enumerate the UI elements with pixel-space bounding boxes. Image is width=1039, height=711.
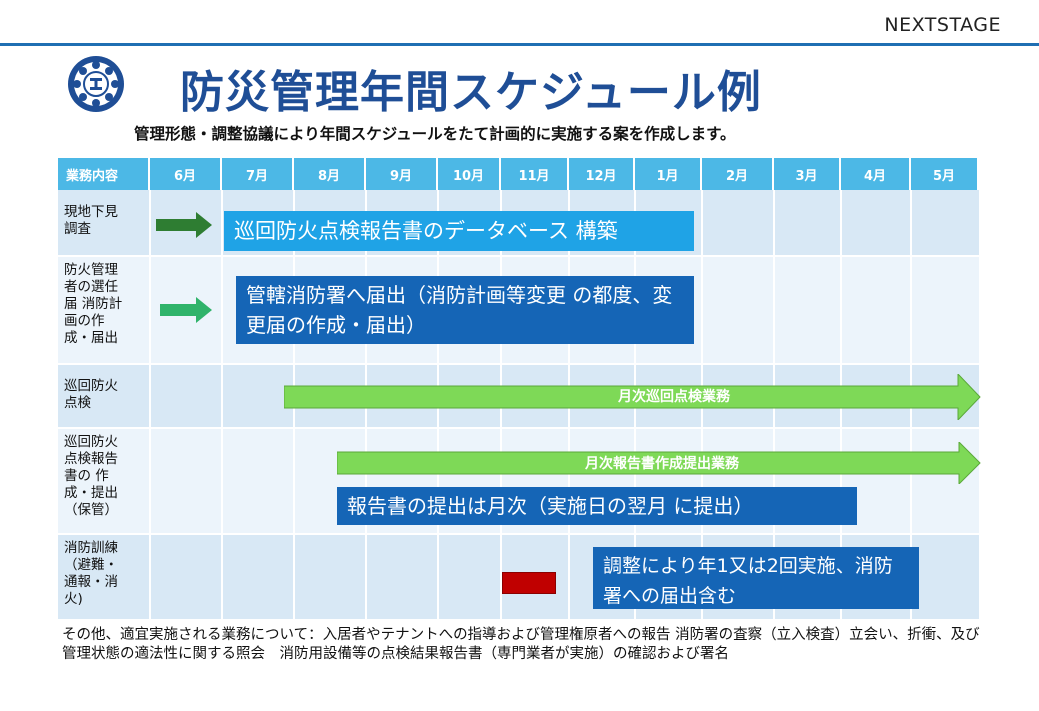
drill-note-box: 調整により年1又は2回実施、消防署への届出含む: [593, 547, 919, 609]
column-header-month: 9月: [366, 158, 438, 190]
column-header-month: 10月: [438, 158, 501, 190]
column-header-month: 12月: [569, 158, 635, 190]
page-subtitle: 管理形態・調整協議により年間スケジュールをたて計画的に実施する案を作成します。: [134, 125, 736, 143]
brand-label: NEXTSTAGE: [884, 14, 1001, 36]
drill-marker: [502, 572, 556, 594]
fire-manager-box: 管轄消防署へ届出（消防計画等変更 の都度、変更届の作成・届出）: [236, 276, 694, 344]
short-arrow-icon: [160, 297, 212, 323]
header-rule: [0, 43, 1039, 46]
monthly-patrol-label: 月次巡回点検業務: [618, 389, 730, 405]
row-label: 防火管理 者の選任 届 消防計 画の作 成・届出: [64, 262, 123, 346]
long-arrow-icon: [284, 374, 981, 420]
column-header-month: 3月: [774, 158, 841, 190]
database-box: 巡回防火点検報告書のデータベース 構築: [224, 211, 694, 251]
column-header-month: 8月: [294, 158, 366, 190]
column-header-month: 7月: [222, 158, 294, 190]
column-header-month: 1月: [635, 158, 702, 190]
footer-note: その他、適宜実施される業務について：入居者やテナントへの指導および管理権原者への…: [62, 627, 980, 662]
row-label: 巡回防火 点検報告 書の 作 成・提出 （保管）: [64, 434, 118, 518]
short-arrow-icon: [156, 212, 212, 238]
row-label: 現地下見 調査: [64, 204, 118, 237]
report-note-box: 報告書の提出は月次（実施日の翌月 に提出）: [337, 487, 857, 525]
column-header-month: 4月: [841, 158, 911, 190]
column-header-month: 11月: [501, 158, 569, 190]
column-header-month: 5月: [911, 158, 979, 190]
row-label: 巡回防火 点検: [64, 378, 118, 411]
logo-emblem-icon: [68, 56, 124, 112]
page-title: 防災管理年間スケジュール例: [180, 67, 762, 118]
column-header-month: 6月: [150, 158, 222, 190]
column-header-month: 2月: [702, 158, 774, 190]
monthly-report-label: 月次報告書作成提出業務: [585, 456, 739, 472]
long-arrow-icon: [337, 442, 981, 484]
column-header-task: 業務内容: [58, 158, 150, 190]
row-label: 消防訓練 （避難・ 通報・消 火): [64, 540, 118, 607]
